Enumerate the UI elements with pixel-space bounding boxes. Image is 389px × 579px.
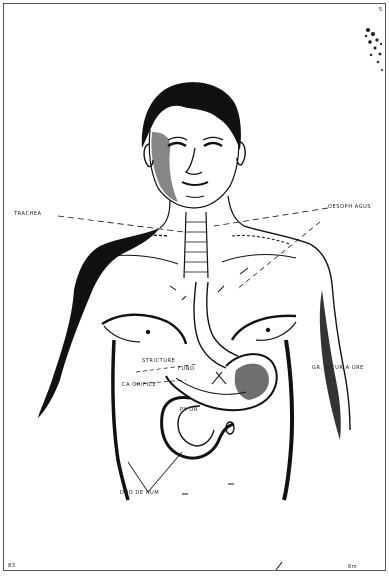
bottom-left-mark: 83	[8, 564, 16, 569]
plate-number: 5	[379, 8, 383, 13]
left-shoulder-shade	[38, 228, 160, 418]
left-nipple	[146, 330, 150, 334]
right-clavicle	[222, 255, 296, 262]
right-flank	[284, 340, 292, 500]
duodenum-label: DUO DE NUM	[120, 491, 159, 496]
neck-left	[160, 200, 170, 228]
greater-curvature-label: GR. R CUR A URE	[312, 366, 364, 371]
oesophagus-label: OESOPH AGUS	[328, 205, 371, 210]
right-pectoral	[232, 316, 296, 340]
left-clavicle	[112, 255, 178, 264]
left-eye	[168, 143, 186, 146]
oesophagus-tube	[194, 282, 226, 368]
mouth	[182, 182, 208, 185]
duodenum-leader-1	[148, 452, 182, 492]
left-pectoral	[102, 315, 186, 344]
right-eye	[204, 143, 222, 146]
nose	[186, 148, 202, 174]
cardiac-orifice-label: CA ORIFICE	[122, 383, 156, 388]
duodenum-leader-2	[128, 462, 148, 492]
bottom-right-mark: 6m	[348, 565, 357, 570]
fundus-label: FUND	[178, 367, 195, 372]
oesophagus-leader	[214, 208, 328, 226]
trachea-leader	[58, 216, 184, 232]
right-nipple	[266, 328, 270, 332]
stomach-shading	[235, 364, 269, 400]
left-flank	[113, 340, 128, 500]
trachea-label: TRACHEA	[14, 212, 42, 217]
stricture-label: STRICTURE	[142, 359, 175, 364]
neck-right	[228, 196, 244, 226]
corner-stamp	[365, 28, 383, 71]
pylorus-label: PY OR	[180, 408, 198, 413]
